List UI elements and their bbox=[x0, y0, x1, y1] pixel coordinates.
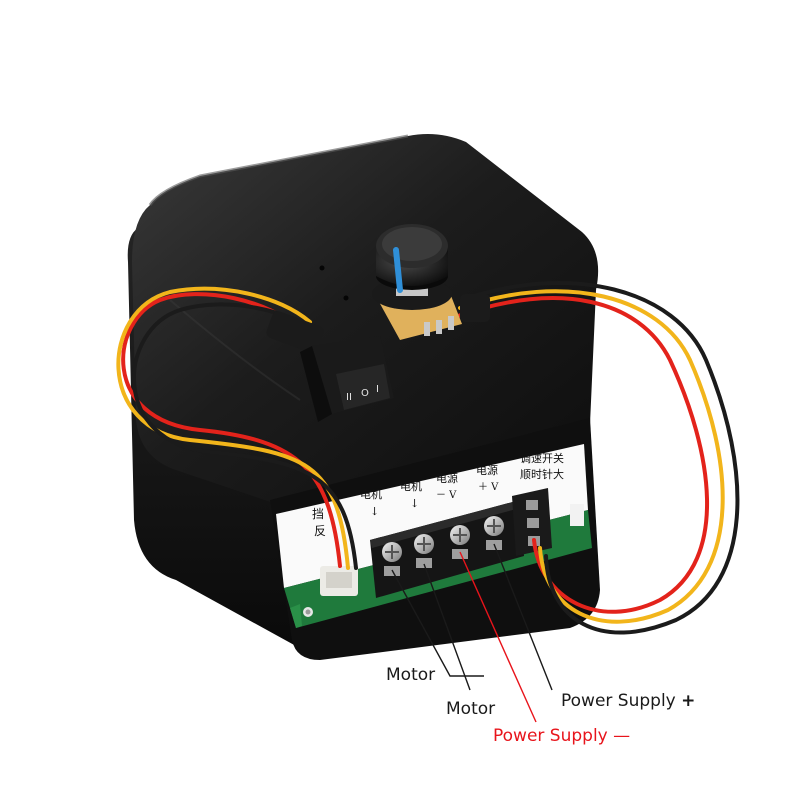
panel-label-left-2: 反 bbox=[314, 524, 326, 538]
panel-arrow-motor-b: ↓ bbox=[410, 497, 419, 510]
top-hole bbox=[343, 295, 349, 301]
panel-arrow-motor-a: ↓ bbox=[370, 505, 379, 518]
callout-power-supply-neg-label: Power Supply bbox=[493, 726, 608, 746]
rocker-switch[interactable]: II O I bbox=[300, 336, 394, 422]
callout-motor-1: Motor bbox=[386, 665, 436, 685]
callout-line-power-neg bbox=[459, 551, 537, 723]
switch-symbol-mid: O bbox=[361, 388, 369, 399]
callout-line-motor-1 bbox=[391, 569, 484, 677]
panel-label-power-pos-top: 电源 bbox=[476, 463, 498, 477]
top-hole bbox=[319, 265, 325, 271]
callout-power-supply-neg: Power Supply — bbox=[493, 726, 630, 746]
panel-label-power-neg-bottom: － V bbox=[436, 490, 457, 501]
switch-symbol-left: II bbox=[346, 392, 352, 403]
terminal-screw bbox=[450, 525, 470, 559]
knob-indicator bbox=[393, 247, 403, 293]
panel-label-left-1: 挡 bbox=[312, 507, 324, 521]
callout-power-supply-pos: Power Supply + bbox=[561, 691, 695, 711]
speed-knob[interactable] bbox=[376, 224, 448, 293]
jst-connector bbox=[320, 566, 358, 596]
callout-line-power-pos bbox=[493, 543, 553, 691]
panel-label-speed-bottom: 顺时针大 bbox=[520, 467, 564, 481]
callout-power-supply-pos-sign: + bbox=[681, 691, 696, 711]
panel-labels: 挡 反 电机 ↓ 电机 ↓ 电源 － V 电源 ＋ V 调速开关 顺时针大 bbox=[312, 451, 564, 538]
panel-label-power-neg-top: 电源 bbox=[436, 471, 458, 485]
callout-power-supply-neg-sign: — bbox=[613, 726, 631, 746]
panel-label-motor-b: 电机 bbox=[400, 479, 422, 493]
callout-lines bbox=[391, 543, 553, 723]
switch-symbol-right: I bbox=[376, 384, 379, 395]
pot-wires bbox=[456, 281, 740, 635]
callout-line-motor-2 bbox=[423, 563, 471, 691]
callout-power-supply-pos-label: Power Supply bbox=[561, 691, 676, 711]
callout-motor-2: Motor bbox=[446, 699, 496, 719]
switch-wires bbox=[116, 286, 358, 570]
panel-label-speed-top: 调速开关 bbox=[520, 451, 564, 465]
panel-label-power-pos-bottom: ＋ V bbox=[478, 482, 499, 493]
heatshrink bbox=[460, 294, 490, 322]
terminal-screw bbox=[414, 534, 434, 568]
heatshrink bbox=[266, 311, 324, 353]
panel-label-motor-a: 电机 bbox=[360, 487, 382, 501]
